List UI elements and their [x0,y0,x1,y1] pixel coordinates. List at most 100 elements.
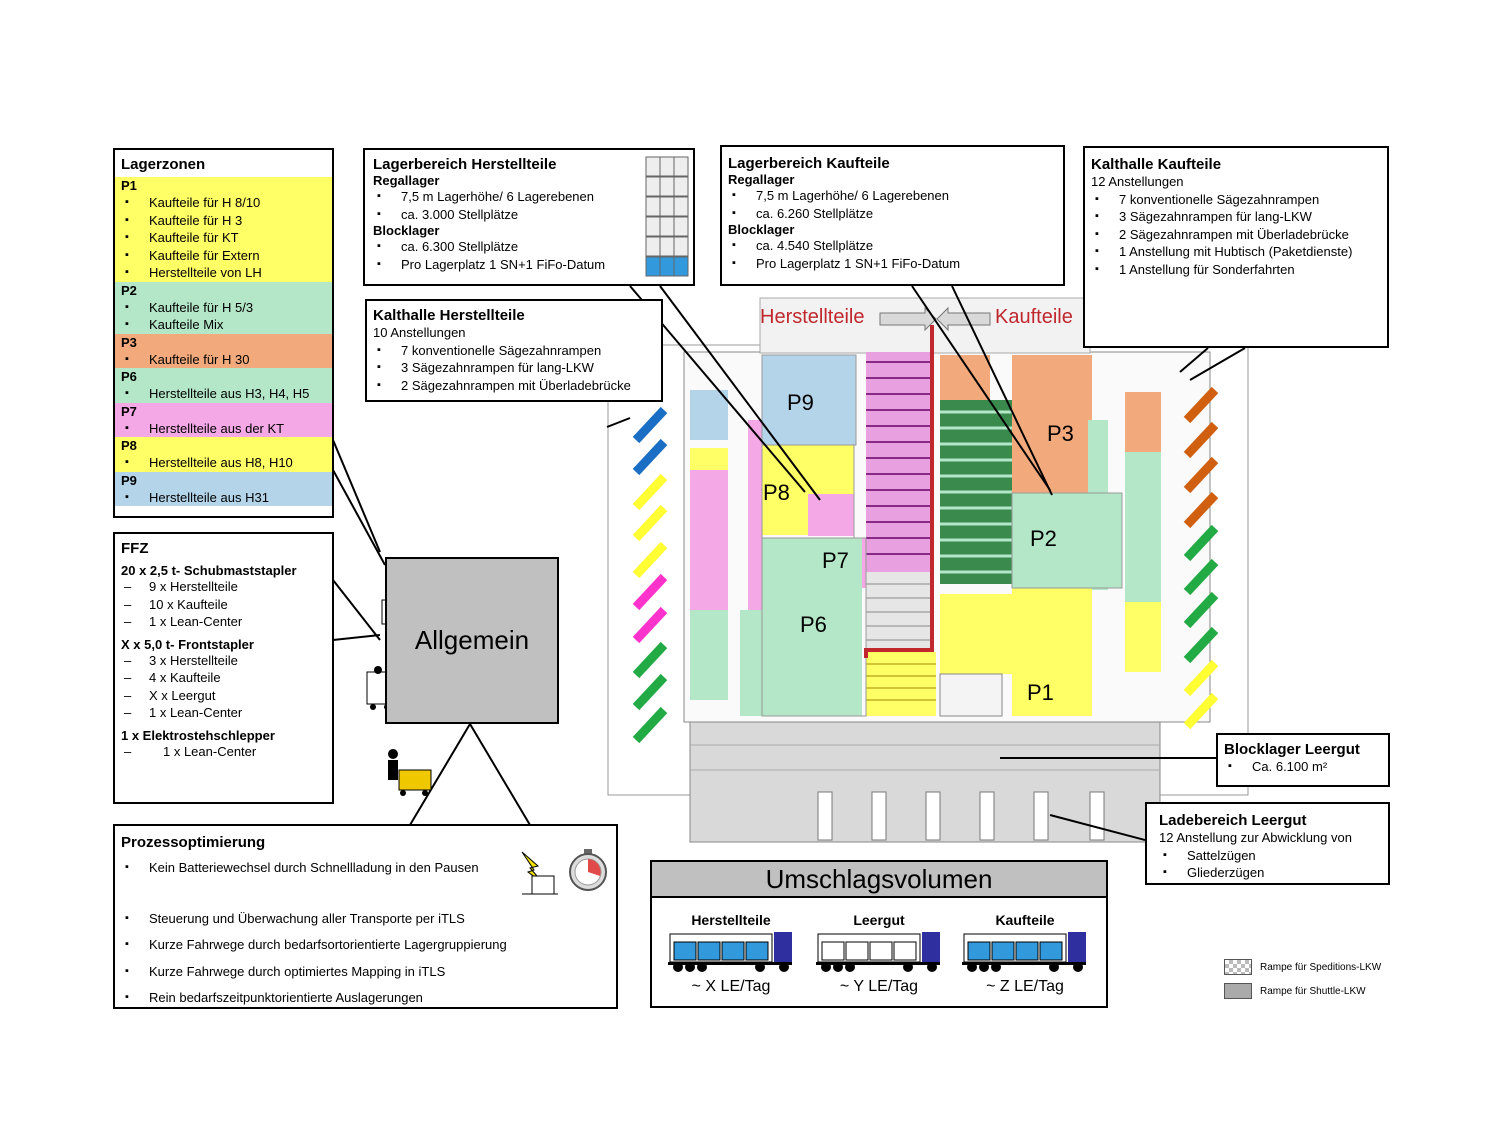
right-ramps [1183,386,1219,730]
zone-item: Kaufteile für H 8/10 [121,194,326,212]
lade-leergut-title: Ladebereich Leergut [1159,812,1307,829]
zone-item: Herstellteile aus der KT [121,420,326,438]
prozess-item: Kein Batteriewechsel durch Schnellladung… [121,859,610,877]
block-title: Blocklager [728,222,795,237]
umschlag-panel: Umschlagsvolumen Herstellteile ~ X LE/Ta… [650,860,1108,1008]
left-ramps [632,406,668,744]
kalt-herstell-item: 7 konventionelle Sägezahnrampen [373,342,655,360]
lade-leergut-sub: 12 Anstellung zur Abwicklung von [1159,830,1352,845]
kalt-herstell-item: 2 Sägezahnrampen mit Überladebrücke [373,377,655,395]
zone-label-p6: P6 [800,612,827,637]
kalt-kauf-item: 1 Anstellung mit Hubtisch (Paketdienste) [1091,243,1381,261]
zone-p1-mid [940,594,1012,674]
truck-empty-icon [816,932,940,972]
kalt-herstell-title: Kalthalle Herstellteile [373,307,525,324]
zone-label: P3 [121,334,137,350]
zone-block-p2: P2Kaufteile für H 5/3Kaufteile Mix [115,281,332,334]
regal-item: 7,5 m Lagerhöhe/ 6 Lagerebenen [373,188,685,206]
p2-rack-lines [940,410,1012,574]
regal-list: 7,5 m Lagerhöhe/ 6 Lagerebenen ca. 6.260… [728,187,1057,222]
zone-label: P1 [121,178,137,193]
kalt-herstell-sub: 10 Anstellungen [373,325,466,340]
blocklager-leergut-list: Ca. 6.100 m² [1224,758,1382,776]
zone-p7-racks [866,352,932,572]
zone-item: Herstellteile aus H8, H10 [121,454,326,472]
kalt-kauf-item: 7 konventionelle Sägezahnrampen [1091,191,1381,209]
prozess-panel: Prozessoptimierung Kein Batteriewechsel … [113,824,618,1009]
zone-label: P2 [121,282,137,298]
ffz-list: 9 x Herstellteile 10 x Kaufteile 1 x Lea… [121,578,326,631]
lade-leergut-item: Sattelzügen [1159,847,1376,865]
lager-kauf-title: Lagerbereich Kaufteile [728,155,890,172]
truck-value: ~ Y LE/Tag [839,978,919,995]
zone-p1-left [866,652,936,716]
zone-p3-area [1012,355,1092,493]
map-label-kaufteile: Kaufteile [995,306,1073,328]
arrow-left-icon [879,306,937,332]
grey-rack-lines [866,583,932,641]
umschlag-header: Umschlagsvolumen [652,862,1106,898]
zone-p2-strip [1088,420,1108,590]
zone-items: Kaufteile für H 8/10Kaufteile für H 3Kau… [121,194,326,282]
legend-label: Rampe für Speditions-LKW [1260,961,1382,973]
zone-item: Kaufteile für H 5/3 [121,299,326,317]
ffz-group-title: 1 x Elektrostehschlepper [121,727,275,743]
ffz-item: X x Leergut [121,687,326,705]
truck-value: ~ X LE/Tag [691,978,771,995]
ffz-group-title: X x 5,0 t- Frontstapler [121,636,254,652]
allgemein-box[interactable]: Allgemein [385,557,559,724]
ffz-item: 1 x Lean-Center [121,743,326,761]
zone-item: Kaufteile Mix [121,316,326,334]
zone-label-p3: P3 [1047,421,1074,446]
regal-item: ca. 3.000 Stellplätze [373,206,685,224]
zone-item: Kaufteile für Extern [121,247,326,265]
truck-label: Herstellteile [691,912,771,928]
ffz-item: 4 x Kaufteile [121,669,326,687]
kalt-herstell-panel: Kalthalle Herstellteile 10 Anstellungen … [365,299,663,402]
block-list: ca. 4.540 Stellplätze Pro Lagerplatz 1 S… [728,237,1057,272]
block-item: ca. 6.300 Stellplätze [373,238,685,256]
legend-item-shuttle: Rampe für Shuttle-LKW [1224,983,1381,999]
zone-block-p7: P7Herstellteile aus der KT [115,402,332,438]
block-list: ca. 6.300 Stellplätze Pro Lagerplatz 1 S… [373,238,685,273]
kalt-herstell-list: 7 konventionelle Sägezahnrampen 3 Sägeza… [373,342,655,395]
zone-p3-right [1125,392,1161,452]
zone-label: P9 [121,472,137,488]
truck-herstellteile: Herstellteile ~ X LE/Tag [666,912,796,996]
kalt-kauf-item: 3 Sägezahnrampen für lang-LKW [1091,208,1381,226]
office-block [939,673,1003,717]
kalt-kauf-sub: 12 Anstellungen [1091,174,1184,189]
regal-item: ca. 6.260 Stellplätze [728,205,1057,223]
zone-block-p6: P6Herstellteile aus H3, H4, H5 [115,368,332,403]
zone-block-p8: P8Herstellteile aus H8, H10 [115,437,332,472]
kalt-herstell-item: 3 Sägezahnrampen für lang-LKW [373,359,655,377]
zone-p6-strip [740,610,762,716]
block-item: Pro Lagerplatz 1 SN+1 FiFo-Datum [373,256,685,274]
block-item: ca. 4.540 Stellplätze [728,237,1057,255]
leergut-doors [817,791,1105,841]
prozess-item: Steuerung und Überwachung aller Transpor… [121,910,610,928]
legend-item-speditions: Rampe für Speditions-LKW [1224,959,1381,975]
kalt-kauf-item: 1 Anstellung für Sonderfahrten [1091,261,1381,279]
zone-p1-area [1012,588,1092,716]
rack-icon [645,156,689,277]
kalt-kauf-item: 2 Sägezahnrampen mit Überladebrücke [1091,226,1381,244]
block-title: Blocklager [373,223,440,238]
zone-label-p1: P1 [1027,680,1054,705]
prozess-item: Rein bedarfszeitpunktorientierte Auslage… [121,989,610,1007]
regal-list: 7,5 m Lagerhöhe/ 6 Lagerebenen ca. 3.000… [373,188,685,223]
grey-swatch-icon [1224,983,1252,999]
truck-leergut: Leergut ~ Y LE/Tag [814,912,944,996]
leergut-area [689,721,1161,843]
route-line [864,325,934,658]
zone-item: Herstellteile aus H3, H4, H5 [121,385,326,403]
zone-item: Herstellteile aus H31 [121,489,326,507]
ffz-group-3: 1 x Elektrostehschlepper 1 x Lean-Center [121,728,326,761]
ffz-item: 9 x Herstellteile [121,578,326,596]
stopwatch-icon [569,849,607,891]
lager-herstell-title: Lagerbereich Herstellteile [373,156,557,173]
zone-label: P8 [121,438,137,453]
lager-kauf-panel: Lagerbereich Kaufteile Regallager 7,5 m … [720,145,1065,286]
umschlag-title: Umschlagsvolumen [765,863,993,894]
zone-p1-right [1125,602,1161,672]
